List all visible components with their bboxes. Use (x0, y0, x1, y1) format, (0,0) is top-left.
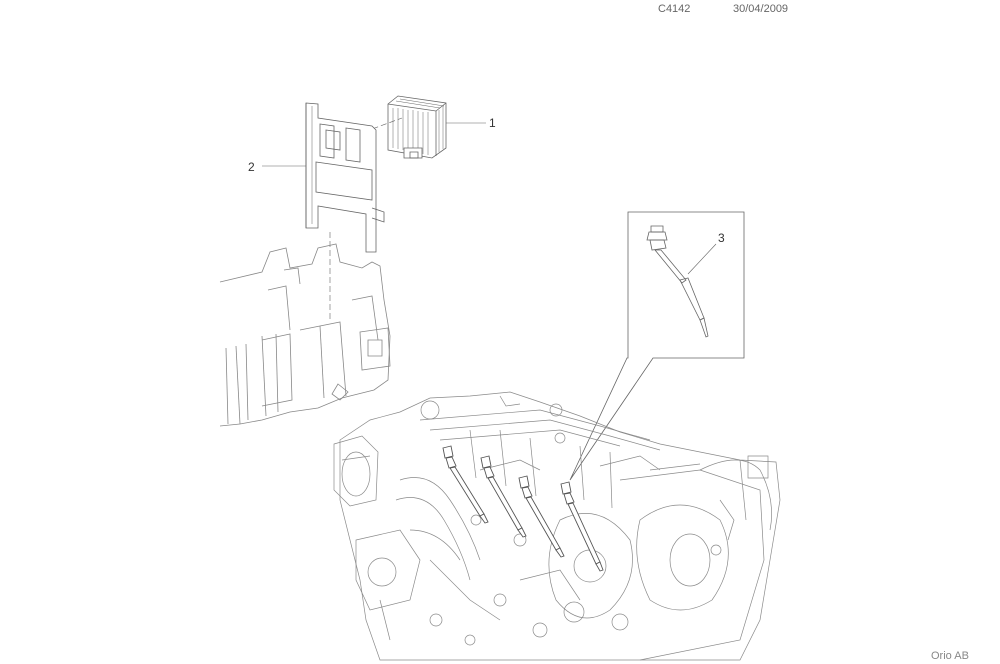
intake-cover (220, 244, 390, 426)
glow-plug-4 (561, 482, 603, 571)
drawing-date: 30/04/2009 (733, 3, 789, 15)
drawing-code: C4142 (658, 3, 691, 15)
glow-control-module (388, 96, 446, 158)
glow-plug-detail (647, 226, 708, 337)
glow-plug-detail-box (570, 212, 744, 480)
callout-3: 3 (718, 231, 725, 245)
glow-plug-1 (443, 446, 488, 523)
glow-plug-3 (519, 476, 564, 557)
mounting-bracket (306, 103, 384, 252)
callout-2: 2 (248, 160, 255, 174)
installed-glow-plugs (443, 446, 603, 571)
callout-1: 1 (489, 116, 496, 130)
glow-plug-2 (481, 456, 526, 537)
brand-footer: Orio AB (931, 650, 969, 662)
engine-assembly (334, 392, 780, 660)
